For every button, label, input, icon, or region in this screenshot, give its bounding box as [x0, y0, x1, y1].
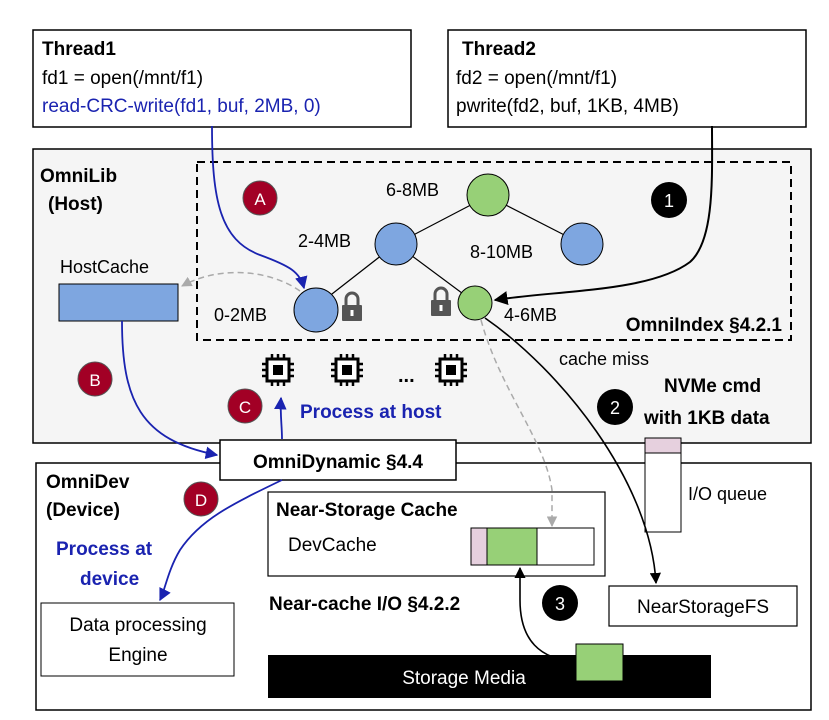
- arrow-cache-miss-to-nearstoragefs: [484, 317, 661, 585]
- index-node-0-2mb: [293, 287, 339, 333]
- omnidynamic-label: OmniDynamic §4.4: [253, 452, 423, 473]
- io-queue: I/O queue: [644, 437, 767, 533]
- svg-text:1: 1: [664, 191, 674, 211]
- svg-text:C: C: [239, 398, 251, 417]
- io-queue-label: I/O queue: [688, 484, 767, 504]
- io-queue-entry: [644, 437, 682, 454]
- svg-text:D: D: [195, 491, 207, 510]
- omnidynamic-box: [219, 439, 457, 481]
- process-at-device-line1: Process at: [56, 539, 153, 560]
- arrow-c-omnidynamic-to-cpu: [274, 396, 287, 440]
- cpu-ellipsis: ...: [398, 365, 415, 387]
- index-node-8-10mb: [560, 222, 604, 266]
- index-node-0-2mb-label: 0-2MB: [214, 305, 267, 325]
- marker-1: 1: [651, 182, 687, 218]
- index-node-8-10mb-label: 8-10MB: [470, 242, 533, 262]
- svg-text:A: A: [254, 190, 266, 209]
- thread2-open-call: fd2 = open(/mnt/f1): [456, 68, 617, 89]
- thread1-open-call: fd1 = open(/mnt/f1): [42, 68, 203, 89]
- thread1-title: Thread1: [42, 39, 116, 60]
- arrow-b-hostcache-to-omnidynamic: [121, 320, 219, 460]
- marker-d: D: [183, 481, 219, 517]
- thread1-box: Thread1 fd1 = open(/mnt/f1) read-CRC-wri…: [32, 29, 412, 128]
- data-processing-engine-box: [40, 602, 235, 677]
- arrow-a-thread1-to-index: [211, 125, 308, 290]
- cpu-icon-2: [329, 352, 365, 388]
- svg-text:B: B: [89, 371, 100, 390]
- marker-c: C: [227, 388, 263, 424]
- cache-miss-label: cache miss: [559, 349, 649, 369]
- devcache-pending-block: [470, 527, 488, 566]
- cpu-icon-1: [260, 352, 296, 388]
- hostcache-label: HostCache: [60, 257, 149, 277]
- index-node-2-4mb-label: 2-4MB: [298, 231, 351, 251]
- marker-a: A: [242, 180, 278, 216]
- devcache-label: DevCache: [288, 535, 377, 556]
- omnidev-device-label: (Device): [46, 500, 120, 521]
- index-node-2-4mb: [374, 222, 418, 266]
- svg-text:2: 2: [610, 398, 620, 418]
- thread2-pwrite-call: pwrite(fd2, buf, 1KB, 4MB): [456, 96, 679, 117]
- thread2-title: Thread2: [462, 39, 536, 60]
- hostcache-block: [58, 283, 179, 322]
- marker-2: 2: [597, 389, 633, 425]
- marker-b: B: [77, 361, 113, 397]
- engine-label-line1: Data processing: [69, 615, 206, 636]
- nvme-cmd-label: NVMe cmd: [664, 376, 761, 397]
- devcache-cached-block: [486, 527, 538, 566]
- omniindex-label: OmniIndex §4.2.1: [626, 315, 783, 336]
- omniindex-region: [196, 161, 792, 341]
- nearstoragefs-label: NearStorageFS: [637, 597, 769, 618]
- index-node-6-8mb: [466, 173, 510, 217]
- storage-media-block: [575, 643, 624, 682]
- thread1-read-crc-write-call: read-CRC-write(fd1, buf, 2MB, 0): [42, 96, 321, 117]
- storage-media-bar: [268, 655, 711, 698]
- devcache-bar: [470, 527, 595, 566]
- arrow-1-thread2-to-index: [493, 125, 714, 306]
- engine-label-line2: Engine: [108, 645, 167, 666]
- arrow-index-to-devcache: [480, 319, 558, 528]
- storage-media-label: Storage Media: [402, 668, 526, 689]
- cpu-icon-3: [433, 352, 469, 388]
- arrow-index-to-hostcache: [181, 271, 301, 292]
- arrow-3-storage-to-devcache: [514, 566, 577, 662]
- thread2-box: Thread2 fd2 = open(/mnt/f1) pwrite(fd2, …: [447, 29, 807, 128]
- index-node-6-8mb-label: 6-8MB: [386, 180, 439, 200]
- nearstoragefs-box: [608, 585, 798, 627]
- nvme-data-label: with 1KB data: [643, 408, 770, 429]
- index-node-4-6mb: [457, 285, 493, 321]
- omnilib-host-label: (Host): [48, 194, 103, 215]
- near-storage-cache-title: Near-Storage Cache: [276, 500, 458, 521]
- near-cache-io-label: Near-cache I/O §4.2.2: [269, 594, 460, 615]
- omnilib-label: OmniLib: [40, 166, 117, 187]
- process-at-host-label: Process at host: [300, 402, 442, 423]
- svg-text:3: 3: [555, 594, 565, 614]
- omnidev-label: OmniDev: [46, 472, 130, 493]
- marker-3: 3: [542, 585, 578, 621]
- arrow-d-omnidynamic-to-engine: [159, 479, 283, 602]
- process-at-device-line2: device: [80, 569, 139, 590]
- index-node-4-6mb-label: 4-6MB: [504, 305, 557, 325]
